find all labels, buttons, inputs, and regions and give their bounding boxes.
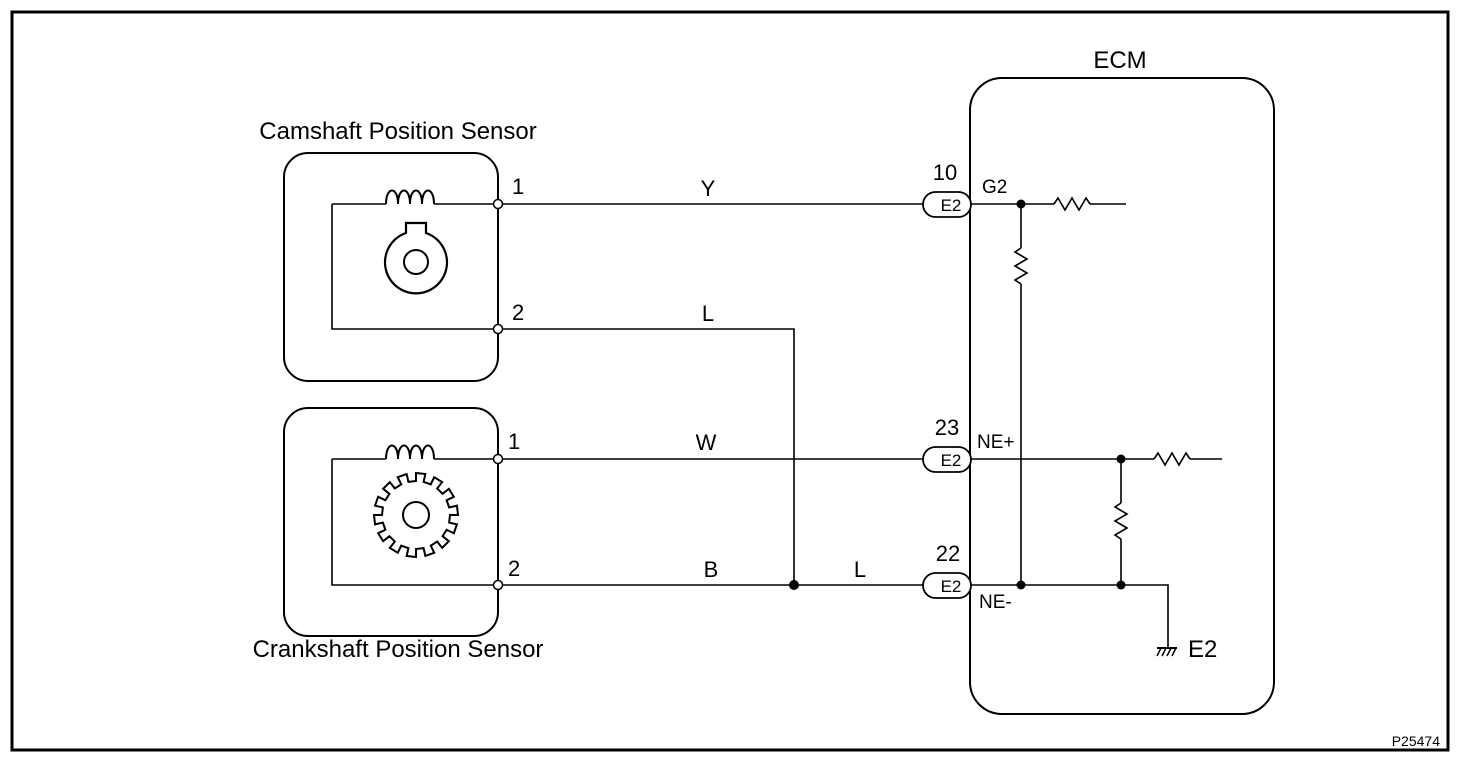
- ecm-internal-circuit: E2: [971, 196, 1222, 663]
- wiring: Y L W B L: [503, 176, 925, 590]
- camshaft-rotor-icon: [383, 221, 449, 295]
- camshaft-coil-icon: [385, 189, 435, 205]
- crankshaft-sensor-label: Crankshaft Position Sensor: [253, 636, 544, 663]
- connector-code: E2: [941, 196, 962, 215]
- wire-label-crank-return: B: [704, 557, 719, 582]
- crankshaft-coil-icon: [385, 444, 435, 460]
- junction-dot: [1016, 580, 1026, 590]
- crankshaft-sensor-housing: [283, 407, 499, 637]
- wire-label-cam-return: L: [702, 301, 714, 326]
- connector-code: E2: [941, 577, 962, 596]
- ecm-outline: [969, 77, 1275, 715]
- connector-ne-plus: 23 E2 NE+: [922, 415, 1015, 473]
- wire-label-shared-return: L: [854, 557, 866, 582]
- crankshaft-pin2-number: 2: [508, 556, 520, 581]
- camshaft-pin1-terminal: [492, 198, 504, 210]
- crankshaft-pin1-number: 1: [508, 429, 520, 454]
- ecm-box: ECM: [969, 47, 1275, 715]
- wire-label-cam-signal: Y: [701, 176, 716, 201]
- ground-icon: [1156, 647, 1177, 657]
- wire-label-crank-signal: W: [696, 430, 717, 455]
- camshaft-pin2-number: 2: [512, 300, 524, 325]
- camshaft-sensor-housing: [283, 152, 499, 382]
- crankshaft-pin1-terminal: [492, 453, 504, 465]
- crankshaft-pin2-terminal: [492, 579, 504, 591]
- resistor-icon: [1013, 247, 1029, 285]
- camshaft-pin2-terminal: [492, 323, 504, 335]
- ground-label: E2: [1188, 636, 1217, 663]
- ecm-terminal-label: NE-: [979, 592, 1012, 613]
- junction-dot: [1116, 580, 1126, 590]
- figure-id: P25474: [1392, 733, 1440, 749]
- camshaft-internal-loop: [331, 204, 498, 330]
- diagram-frame: [10, 10, 1450, 752]
- crankshaft-internal-loop: [331, 459, 498, 586]
- connector-pin-number: 10: [933, 160, 957, 185]
- connector-code: E2: [941, 451, 962, 470]
- connector-ne-minus: 22 E2 NE-: [922, 541, 1012, 613]
- camshaft-pin1-number: 1: [512, 174, 524, 199]
- connector-g2: 10 E2 G2: [922, 160, 1007, 218]
- ecm-terminal-label: G2: [982, 177, 1007, 198]
- resistor-icon: [1113, 502, 1129, 540]
- connector-pin-number: 22: [936, 541, 960, 566]
- crankshaft-sensor: Crankshaft Position Sensor 1 2: [253, 407, 544, 663]
- wire-splice-junction: [789, 580, 799, 590]
- camshaft-sensor-label: Camshaft Position Sensor: [259, 118, 536, 145]
- crankshaft-timing-rotor-icon: [372, 471, 460, 559]
- wire-cam-return: [503, 328, 795, 585]
- resistor-icon: [1153, 451, 1191, 467]
- camshaft-sensor: Camshaft Position Sensor 1 2: [259, 118, 537, 382]
- resistor-icon: [1053, 196, 1091, 212]
- connector-pin-number: 23: [935, 415, 959, 440]
- ecm-title: ECM: [1093, 47, 1146, 74]
- ecm-terminal-label: NE+: [977, 432, 1015, 453]
